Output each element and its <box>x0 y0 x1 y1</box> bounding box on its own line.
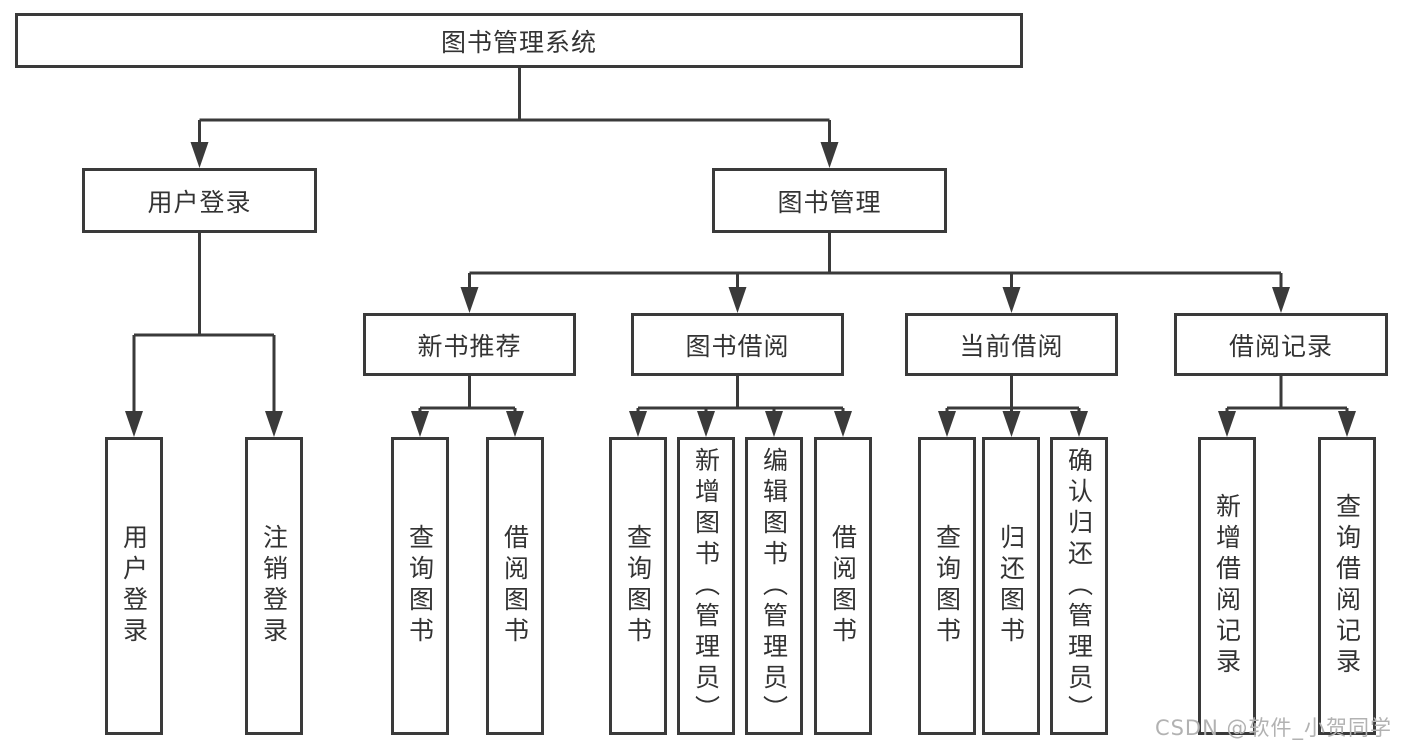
node-new-book-recommend: 新书推荐 <box>363 313 576 376</box>
node-book-management-label: 图书管理 <box>777 187 882 217</box>
node-book-borrowing: 图书借阅 <box>631 313 844 376</box>
leaf-query-books-borrowing-label: 查询图书 <box>623 524 653 648</box>
node-new-book-recommend-label: 新书推荐 <box>417 331 522 361</box>
leaf-logout-label: 注销登录 <box>259 524 289 648</box>
leaf-query-books-recommend-label: 查询图书 <box>405 524 435 648</box>
leaf-borrow-books-recommend-label: 借阅图书 <box>500 524 530 648</box>
leaf-confirm-return-admin: 确认归还（管理员） <box>1050 437 1108 735</box>
node-user-login-label: 用户登录 <box>147 187 252 217</box>
leaf-query-borrow-record: 查询借阅记录 <box>1318 437 1376 735</box>
leaf-return-book-label: 归还图书 <box>996 524 1026 648</box>
node-root-label: 图书管理系统 <box>440 27 597 57</box>
node-current-borrowing: 当前借阅 <box>905 313 1118 376</box>
leaf-borrow-books-borrowing: 借阅图书 <box>814 437 872 735</box>
leaf-confirm-return-admin-label: 确认归还（管理员） <box>1064 446 1094 726</box>
leaf-query-borrow-record-label: 查询借阅记录 <box>1332 493 1362 679</box>
leaf-add-book-admin: 新增图书（管理员） <box>677 437 735 735</box>
node-user-login: 用户登录 <box>82 168 317 233</box>
node-root-system: 图书管理系统 <box>15 13 1023 68</box>
leaf-borrow-books-recommend: 借阅图书 <box>486 437 544 735</box>
leaf-query-books-current-label: 查询图书 <box>932 524 962 648</box>
leaf-add-borrow-record: 新增借阅记录 <box>1198 437 1256 735</box>
leaf-edit-book-admin: 编辑图书（管理员） <box>745 437 803 735</box>
leaf-edit-book-admin-label: 编辑图书（管理员） <box>759 446 789 726</box>
leaf-query-books-borrowing: 查询图书 <box>609 437 667 735</box>
leaf-add-book-admin-label: 新增图书（管理员） <box>691 446 721 726</box>
node-borrowing-records-label: 借阅记录 <box>1228 331 1333 361</box>
arrowhead-icons <box>125 142 1356 437</box>
leaf-add-borrow-record-label: 新增借阅记录 <box>1212 493 1242 679</box>
leaf-user-login: 用户登录 <box>105 437 163 735</box>
leaf-query-books-recommend: 查询图书 <box>391 437 449 735</box>
node-book-management: 图书管理 <box>712 168 947 233</box>
leaf-user-login-label: 用户登录 <box>119 524 149 648</box>
leaf-logout: 注销登录 <box>245 437 303 735</box>
node-borrowing-records: 借阅记录 <box>1174 313 1388 376</box>
leaf-borrow-books-borrowing-label: 借阅图书 <box>828 524 858 648</box>
node-book-borrowing-label: 图书借阅 <box>685 331 790 361</box>
leaf-query-books-current: 查询图书 <box>918 437 976 735</box>
leaf-return-book: 归还图书 <box>982 437 1040 735</box>
csdn-watermark: CSDN @软件_小贺同学 <box>1154 716 1392 740</box>
node-current-borrowing-label: 当前借阅 <box>959 331 1064 361</box>
